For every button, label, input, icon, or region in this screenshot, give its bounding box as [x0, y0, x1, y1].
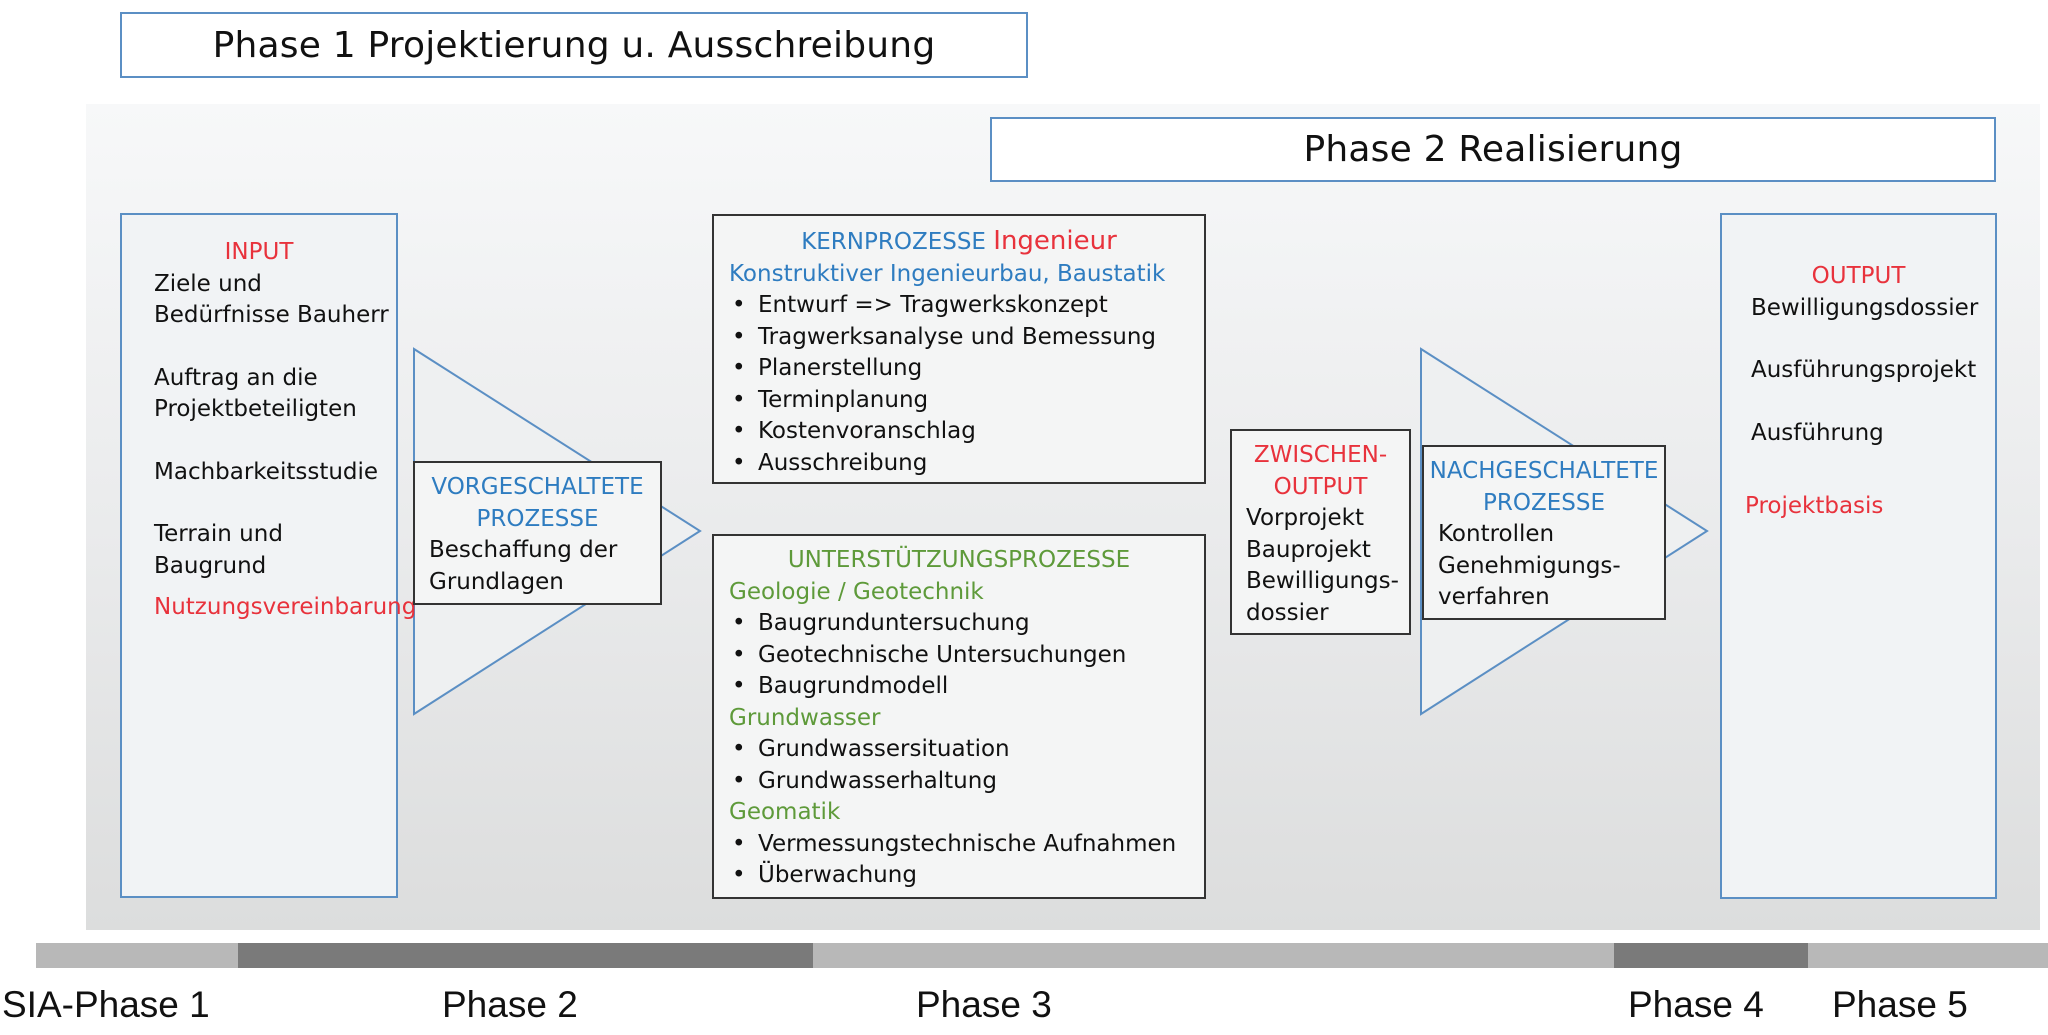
list-item: Baugrunduntersuchung	[729, 608, 1204, 640]
list-item: Geotechnische Untersuchungen	[729, 640, 1204, 672]
zwischen-item: Vorprojekt	[1246, 505, 1364, 531]
input-box: INPUT Ziele und Bedürfnisse Bauherr Auft…	[120, 213, 417, 898]
nachgeschaltete-title: NACHGESCHALTETE	[1429, 458, 1659, 484]
kernprozesse-subtitle: Konstruktiver Ingenieurbau, Baustatik	[729, 260, 1166, 287]
list-item: Terminplanung	[729, 385, 1204, 417]
input-highlight: Nutzungsvereinbarung	[154, 594, 417, 620]
timeline-label-phase-5: Phase 5	[1832, 984, 1968, 1025]
zwischen-item: dossier	[1246, 599, 1329, 626]
unterstuetzungsprozesse-box: UNTERSTÜTZUNGSPROZESSE Geologie / Geotec…	[712, 534, 1206, 899]
timeline-segment-phase-2	[238, 943, 813, 968]
input-item: Auftrag an die	[154, 364, 318, 391]
zwischen-title: ZWISCHEN-	[1253, 442, 1388, 468]
kernprozesse-list: Entwurf => Tragwerkskonzept Tragwerksana…	[729, 290, 1204, 479]
timeline-label-phase-2: Phase 2	[442, 984, 578, 1025]
timeline-segment-phase-1	[36, 943, 238, 968]
unterstuetzung-list: Baugrunduntersuchung Geotechnische Unter…	[729, 608, 1204, 703]
output-item: Bewilligungsdossier	[1751, 294, 1979, 321]
input-item: Terrain und	[154, 521, 283, 547]
list-item: Vermessungstechnische Aufnahmen	[729, 829, 1204, 861]
kernprozesse-title: KERNPROZESSE	[801, 229, 986, 255]
nachgeschaltete-title: PROZESSE	[1483, 489, 1605, 516]
timeline-segment-phase-3	[813, 943, 1614, 968]
phase-2-header: Phase 2 Realisierung	[990, 117, 1996, 182]
zwischen-item: Bewilligungs-	[1246, 568, 1399, 594]
timeline-segment-phase-5	[1808, 943, 2048, 968]
list-item: Kostenvoranschlag	[729, 416, 1204, 448]
list-item: Überwachung	[729, 860, 1204, 892]
vorgeschaltete-title: PROZESSE	[476, 505, 599, 532]
unterstuetzung-group-heading: Geomatik	[729, 799, 841, 825]
list-item: Tragwerksanalyse und Bemessung	[729, 322, 1204, 354]
list-item: Ausschreibung	[729, 448, 1204, 480]
phase-1-header: Phase 1 Projektierung u. Ausschreibung	[120, 12, 1028, 78]
input-item: Projektbeteiligten	[154, 396, 357, 422]
kernprozesse-title-suffix: Ingenieur	[993, 226, 1117, 256]
kernprozesse-title-row: KERNPROZESSE Ingenieur	[714, 226, 1204, 259]
list-item: Planerstellung	[729, 353, 1204, 385]
output-box: OUTPUT Bewilligungsdossier Ausführungspr…	[1720, 213, 1997, 899]
output-title: OUTPUT	[1811, 263, 1906, 289]
zwischen-title: OUTPUT	[1273, 473, 1368, 500]
input-item: Machbarkeitsstudie	[154, 458, 379, 485]
nachgeschaltete-item: Genehmigungs-	[1438, 552, 1621, 579]
phase-2-title: Phase 2 Realisierung	[1303, 129, 1683, 170]
timeline-label-phase-4: Phase 4	[1628, 984, 1764, 1025]
list-item: Grundwassersituation	[729, 734, 1204, 766]
output-item: Ausführung	[1751, 419, 1884, 446]
input-item: Bedürfnisse Bauherr	[154, 302, 389, 328]
zwischen-output-box: ZWISCHEN- OUTPUT Vorprojekt Bauprojekt B…	[1230, 429, 1411, 635]
output-item: Ausführungsprojekt	[1751, 357, 1977, 383]
input-item: Baugrund	[154, 552, 267, 579]
unterstuetzung-list: Grundwassersituation Grundwasserhaltung	[729, 734, 1204, 797]
unterstuetzung-group-heading: Geologie / Geotechnik	[729, 578, 984, 605]
nachgeschaltete-prozesse-box: NACHGESCHALTETE PROZESSE Kontrollen Gene…	[1422, 445, 1666, 620]
timeline-label-phase-3: Phase 3	[916, 984, 1052, 1025]
input-item: Ziele und	[154, 270, 262, 297]
phase-1-title: Phase 1 Projektierung u. Ausschreibung	[212, 24, 936, 66]
timeline-segment-phase-4	[1614, 943, 1808, 968]
unterstuetzung-group-heading: Grundwasser	[729, 704, 881, 731]
vorgeschaltete-title: VORGESCHALTETE	[431, 474, 644, 500]
kernprozesse-box: KERNPROZESSE Ingenieur Konstruktiver Ing…	[712, 214, 1206, 484]
list-item: Grundwasserhaltung	[729, 766, 1204, 798]
output-highlight: Projektbasis	[1745, 493, 1884, 519]
zwischen-item: Bauprojekt	[1246, 536, 1371, 563]
unterstuetzung-title: UNTERSTÜTZUNGSPROZESSE	[787, 547, 1131, 573]
nachgeschaltete-item: verfahren	[1438, 584, 1550, 610]
nachgeschaltete-item: Kontrollen	[1438, 521, 1555, 547]
list-item: Baugrundmodell	[729, 671, 1204, 703]
vorgeschaltete-text: Grundlagen	[429, 568, 564, 595]
vorgeschaltete-prozesse-box: VORGESCHALTETE PROZESSE Beschaffung der …	[413, 461, 662, 605]
list-item: Entwurf => Tragwerkskonzept	[729, 290, 1204, 322]
timeline-label-sia-phase-1: SIA-Phase 1	[2, 984, 210, 1025]
input-title: INPUT	[224, 239, 294, 265]
unterstuetzung-list: Vermessungstechnische Aufnahmen Überwach…	[729, 829, 1204, 892]
vorgeschaltete-text: Beschaffung der	[429, 537, 618, 563]
